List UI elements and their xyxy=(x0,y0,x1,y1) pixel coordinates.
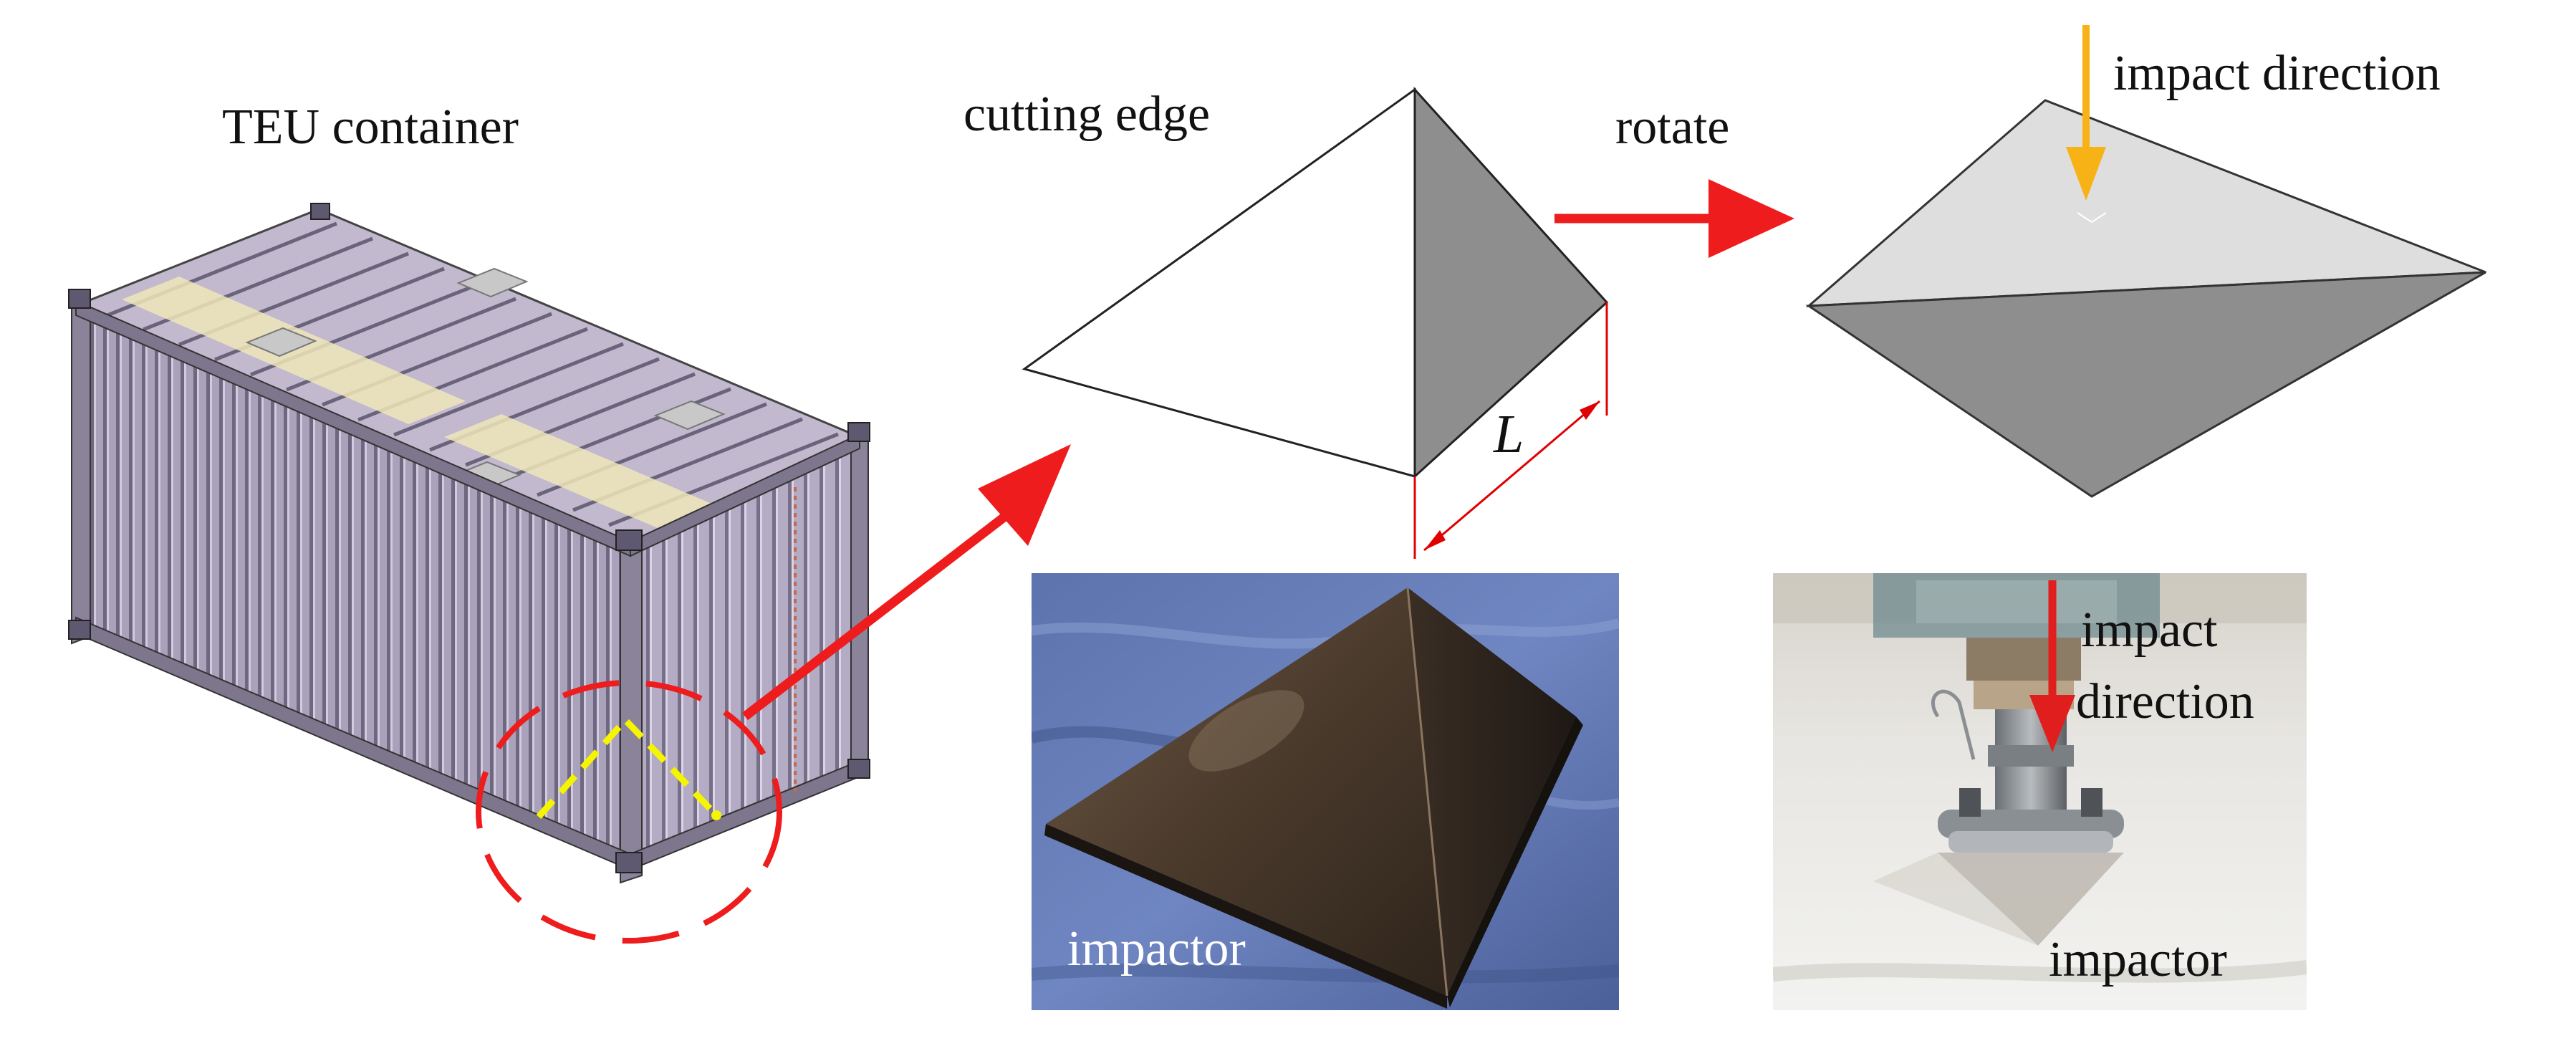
impact-direction-label-photo-line1: impact xyxy=(2081,603,2218,658)
impact-test-photo xyxy=(1773,573,2307,1010)
pyramid-impactor-diagram xyxy=(1022,87,1609,559)
red-arrow-to-pyramid xyxy=(742,444,1071,721)
teu-container-illustration xyxy=(68,203,870,884)
highlight-endpoint xyxy=(711,810,721,820)
impact-direction-label-photo-line2: direction xyxy=(2076,674,2254,729)
cutting-edge-label: cutting edge xyxy=(963,87,1211,142)
cutting-edge-highlight xyxy=(536,715,719,820)
teu-container-label: TEU container xyxy=(222,100,519,155)
rotate-label: rotate xyxy=(1615,100,1730,155)
rotated-impactor-diagram xyxy=(1805,99,2486,498)
impact-direction-label-top: impact direction xyxy=(2113,46,2441,101)
highlight-circle xyxy=(476,680,782,944)
rotate-arrow xyxy=(1554,179,1794,258)
impactor-photo xyxy=(1032,573,1619,1010)
impactor-label-machine: impactor xyxy=(2049,932,2227,987)
impact-direction-arrow-top xyxy=(2066,25,2106,201)
impactor-label-photo: impactor xyxy=(1067,921,1246,977)
edge-length-label: L xyxy=(1494,404,1524,464)
